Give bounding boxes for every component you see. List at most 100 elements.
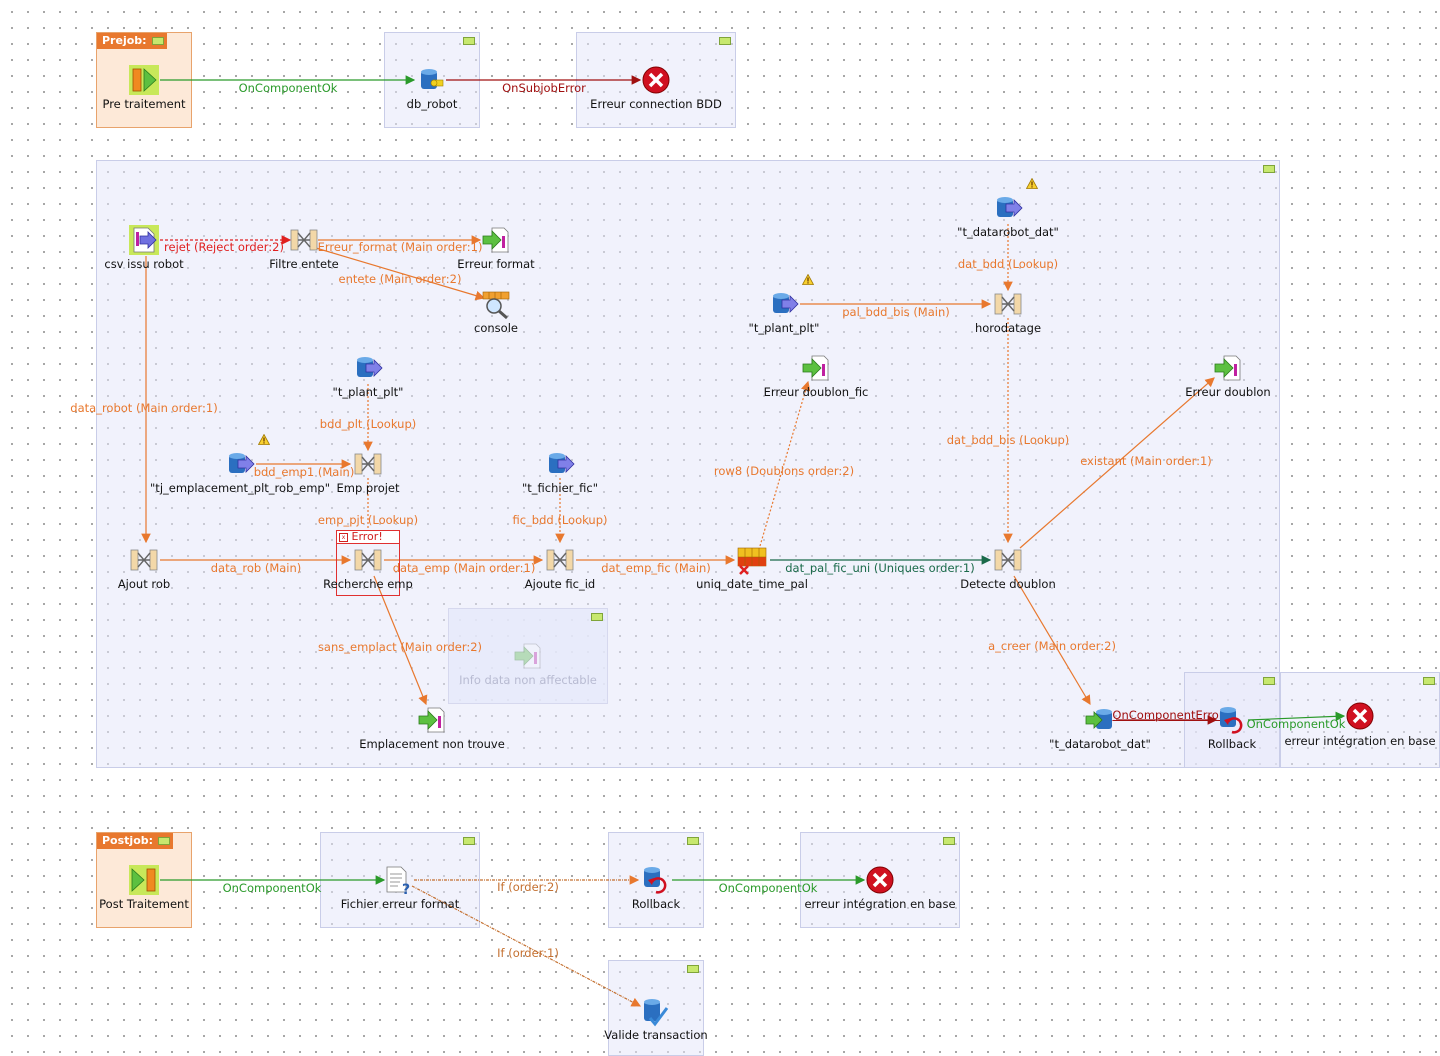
file-output-icon[interactable]: [416, 704, 448, 736]
db-output-icon[interactable]: [1084, 704, 1116, 736]
error-badge[interactable]: x Error!: [336, 530, 400, 544]
link-label[interactable]: OnComponentOk: [718, 881, 818, 895]
tmap-icon[interactable]: [992, 544, 1024, 576]
link-label[interactable]: If (order:1): [497, 946, 559, 960]
link-label[interactable]: OnComponentOk: [238, 81, 338, 95]
link-label[interactable]: entete (Main order:2): [338, 272, 462, 286]
warning-icon[interactable]: [258, 434, 270, 445]
link-label[interactable]: Erreur_format (Main order:1): [317, 240, 483, 254]
tmap-icon[interactable]: [352, 544, 384, 576]
component-label[interactable]: Erreur doublon: [1185, 385, 1271, 399]
collapse-button[interactable]: [463, 37, 475, 45]
component-label[interactable]: Detecte doublon: [960, 577, 1056, 591]
component-label[interactable]: Recherche emp: [323, 577, 413, 591]
component-label[interactable]: Ajout rob: [117, 577, 171, 591]
component-label[interactable]: Info data non affectable: [459, 673, 597, 687]
link-label[interactable]: OnComponentOk: [222, 881, 322, 895]
warning-icon[interactable]: [802, 274, 814, 285]
link-label[interactable]: data_robot (Main order:1): [70, 401, 218, 415]
collapse-button[interactable]: [463, 837, 475, 845]
prejob-collapse-button[interactable]: [151, 37, 164, 45]
file-output-icon[interactable]: [800, 352, 832, 384]
component-label[interactable]: "t_datarobot_dat": [957, 225, 1059, 239]
file-exist-icon[interactable]: ?: [382, 864, 414, 896]
log-row-icon[interactable]: [480, 288, 512, 320]
component-label[interactable]: Post Traitement: [99, 897, 189, 911]
collapse-button[interactable]: [687, 965, 699, 973]
link-label[interactable]: OnComponentOk: [1246, 717, 1346, 731]
component-label[interactable]: Erreur format: [457, 257, 535, 271]
collapse-button[interactable]: [719, 37, 731, 45]
component-label[interactable]: uniq_date_time_pal: [696, 577, 808, 591]
db-input-icon[interactable]: [768, 288, 800, 320]
file-output-icon[interactable]: [480, 224, 512, 256]
link-label[interactable]: OnSubjobError: [502, 81, 586, 95]
db-input-icon[interactable]: [224, 448, 256, 480]
file-output-faded-icon[interactable]: [512, 640, 544, 672]
component-label[interactable]: erreur intégration en base: [804, 897, 956, 911]
link-label[interactable]: bdd_plt (Lookup): [319, 417, 417, 431]
prejob-icon[interactable]: [128, 64, 160, 96]
postjob-collapse-button[interactable]: [158, 837, 171, 845]
link-label[interactable]: data_emp (Main order:1): [392, 561, 536, 575]
valide-transaction-subjob[interactable]: [608, 960, 704, 1056]
component-label[interactable]: Emp projet: [336, 481, 400, 495]
component-label[interactable]: console: [474, 321, 518, 335]
component-label[interactable]: Erreur connection BDD: [590, 97, 722, 111]
collapse-button[interactable]: [1423, 677, 1435, 685]
component-label[interactable]: Emplacement non trouve: [359, 737, 505, 751]
db-input-icon[interactable]: [544, 448, 576, 480]
die-error-icon[interactable]: [864, 864, 896, 896]
component-label[interactable]: Rollback: [631, 897, 681, 911]
tmap-icon[interactable]: [288, 224, 320, 256]
component-label[interactable]: Fichier erreur format: [340, 897, 460, 911]
component-label[interactable]: Pre traitement: [102, 97, 186, 111]
link-label[interactable]: a_creer (Main order:2): [988, 639, 1116, 653]
tmap-icon[interactable]: [544, 544, 576, 576]
component-label[interactable]: "tj_emplacement_plt_rob_emp": [150, 481, 330, 495]
postjob-icon[interactable]: [128, 864, 160, 896]
component-label[interactable]: "t_plant_plt": [332, 385, 404, 399]
component-label[interactable]: Ajoute fic_id: [524, 577, 596, 591]
component-label[interactable]: db_robot: [406, 97, 458, 111]
component-label[interactable]: Rollback: [1207, 737, 1257, 751]
component-label[interactable]: csv issu robot: [104, 257, 184, 271]
info-data-subjob[interactable]: [448, 608, 608, 704]
collapse-button[interactable]: [1263, 165, 1275, 173]
link-label[interactable]: fic_bdd (Lookup): [512, 513, 608, 527]
die-error-icon[interactable]: [1344, 700, 1376, 732]
tmap-icon[interactable]: [352, 448, 384, 480]
link-label[interactable]: data_rob (Main): [210, 561, 302, 575]
rollback-icon[interactable]: [1214, 704, 1246, 736]
link-label[interactable]: existant (Main order:1): [1080, 454, 1212, 468]
die-error-icon[interactable]: [640, 64, 672, 96]
link-label[interactable]: pal_bdd_bis (Main): [842, 305, 950, 319]
tmap-icon[interactable]: [128, 544, 160, 576]
db-input-icon[interactable]: [352, 352, 384, 384]
collapse-button[interactable]: [943, 837, 955, 845]
link-label[interactable]: dat_pal_fic_uni (Uniques order:1): [785, 561, 975, 575]
rollback-icon[interactable]: [638, 864, 670, 896]
tmap-icon[interactable]: [992, 288, 1024, 320]
commit-icon[interactable]: [638, 996, 670, 1028]
link-label[interactable]: If (order:2): [497, 880, 559, 894]
component-label[interactable]: horodatage: [974, 321, 1042, 335]
db-input-icon[interactable]: [992, 192, 1024, 224]
file-output-icon[interactable]: [1212, 352, 1244, 384]
link-label[interactable]: bdd_emp1 (Main): [253, 465, 355, 479]
component-label[interactable]: "t_fichier_fic": [521, 481, 599, 495]
link-label[interactable]: dat_bdd (Lookup): [957, 257, 1059, 271]
collapse-button[interactable]: [591, 613, 603, 621]
component-label[interactable]: "t_plant_plt": [748, 321, 820, 335]
component-label[interactable]: Erreur doublon_fic: [763, 385, 869, 399]
link-label[interactable]: row8 (Doublons order:2): [713, 464, 855, 478]
link-label[interactable]: sans_emplact (Main order:2): [317, 640, 483, 654]
unique-row-icon[interactable]: [736, 544, 768, 576]
component-label[interactable]: "t_datarobot_dat": [1049, 737, 1151, 751]
component-label[interactable]: Filtre entete: [269, 257, 339, 271]
link-label[interactable]: emp_pjt (Lookup): [317, 513, 419, 527]
link-label[interactable]: dat_bdd_bis (Lookup): [946, 433, 1070, 447]
component-label[interactable]: Valide transaction: [604, 1028, 708, 1042]
component-label[interactable]: erreur intégration en base: [1284, 734, 1436, 748]
file-input-icon[interactable]: [128, 224, 160, 256]
